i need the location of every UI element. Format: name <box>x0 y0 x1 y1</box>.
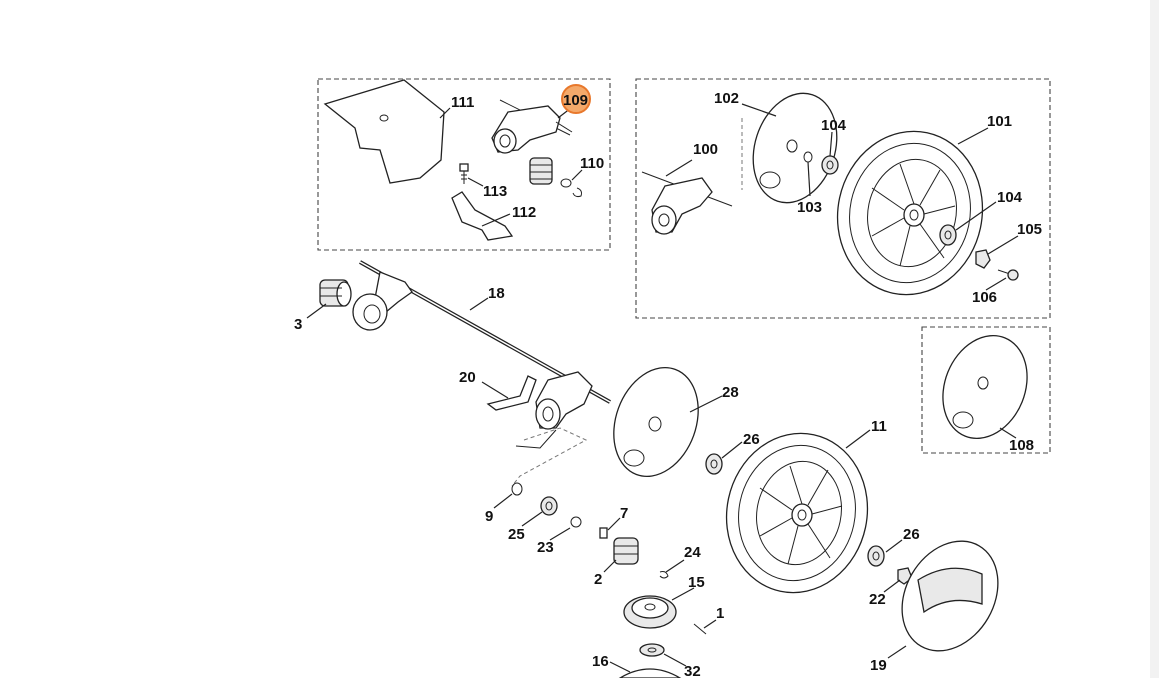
label-25[interactable]: 25 <box>508 526 525 543</box>
part-104-bearing-top[interactable] <box>821 155 839 175</box>
part-111-cover[interactable] <box>323 79 445 184</box>
label-104-bottom[interactable]: 104 <box>997 189 1023 206</box>
label-32[interactable]: 32 <box>684 663 701 678</box>
label-1[interactable]: 1 <box>716 605 724 622</box>
callout-109-highlight[interactable] <box>561 84 591 114</box>
label-109[interactable]: 109 <box>563 92 588 109</box>
label-103[interactable]: 103 <box>797 199 822 216</box>
part-100-axle[interactable] <box>641 171 733 235</box>
label-18[interactable]: 18 <box>488 285 505 302</box>
label-101[interactable]: 101 <box>987 113 1012 130</box>
part-3-gear[interactable] <box>319 279 352 307</box>
dash-guide-main <box>511 427 588 487</box>
group-box-top-left <box>317 78 611 251</box>
part-19-cover[interactable] <box>883 524 1017 668</box>
part-108-hubcap[interactable] <box>928 323 1042 451</box>
leader-lines <box>306 103 1019 673</box>
part-20-lever[interactable] <box>486 375 537 411</box>
part-23-washer[interactable] <box>570 516 582 528</box>
label-19[interactable]: 19 <box>870 657 887 674</box>
part-18-axle[interactable] <box>352 260 611 449</box>
label-112[interactable]: 112 <box>512 204 536 221</box>
part-113-screw[interactable] <box>459 163 469 184</box>
part-1-pin[interactable] <box>693 623 707 635</box>
label-104-top[interactable]: 104 <box>821 117 847 134</box>
part-2-gear[interactable] <box>613 537 639 565</box>
label-22[interactable]: 22 <box>869 591 886 608</box>
part-104-bearing-bottom[interactable] <box>939 224 957 246</box>
label-11[interactable]: 11 <box>871 418 887 435</box>
label-106[interactable]: 106 <box>972 289 997 306</box>
label-23[interactable]: 23 <box>537 539 554 556</box>
group-box-right-small <box>921 326 1051 454</box>
label-105[interactable]: 105 <box>1017 221 1042 238</box>
part-labels: 111 109 110 113 112 102 100 104 101 103 … <box>294 90 1042 678</box>
part-16-housing[interactable] <box>618 668 682 678</box>
part-112-lever[interactable] <box>451 191 514 241</box>
label-111[interactable]: 111 <box>451 94 474 111</box>
label-100[interactable]: 100 <box>693 141 718 158</box>
label-113[interactable]: 113 <box>483 183 507 200</box>
label-28[interactable]: 28 <box>722 384 739 401</box>
part-11-wheel[interactable] <box>712 420 882 606</box>
label-108[interactable]: 108 <box>1009 437 1034 454</box>
part-9-washer[interactable] <box>511 482 523 496</box>
label-24[interactable]: 24 <box>684 544 701 561</box>
label-15[interactable]: 15 <box>688 574 705 591</box>
label-20[interactable]: 20 <box>459 369 476 386</box>
label-7[interactable]: 7 <box>620 505 628 522</box>
part-15-pulley[interactable] <box>623 595 677 629</box>
part-7-key[interactable] <box>599 527 608 539</box>
part-24-clip[interactable] <box>659 571 669 579</box>
part-102-hubcap[interactable] <box>740 82 851 213</box>
label-26-top[interactable]: 26 <box>743 431 760 448</box>
part-105-nut[interactable] <box>975 249 991 269</box>
label-16[interactable]: 16 <box>592 653 609 670</box>
part-25-bearing[interactable] <box>540 496 558 516</box>
label-110[interactable]: 110 <box>580 155 604 172</box>
part-32-washer[interactable] <box>639 643 665 657</box>
part-gear-small[interactable] <box>529 157 553 185</box>
label-9[interactable]: 9 <box>485 508 493 525</box>
part-106-bolt[interactable] <box>997 269 1019 281</box>
label-2[interactable]: 2 <box>594 571 602 588</box>
part-109-bracket[interactable] <box>491 99 573 154</box>
part-26-bearing-bottom[interactable] <box>867 545 885 567</box>
part-101-wheel[interactable] <box>823 118 998 308</box>
part-28-hubcap[interactable] <box>599 356 712 489</box>
label-3[interactable]: 3 <box>294 316 302 333</box>
label-26-bottom[interactable]: 26 <box>903 526 920 543</box>
scrollbar-track[interactable] <box>1150 0 1159 678</box>
part-26-bearing-top[interactable] <box>705 453 723 475</box>
label-102[interactable]: 102 <box>714 90 739 107</box>
part-110-clip[interactable] <box>560 178 582 198</box>
group-box-top-right <box>635 78 1051 319</box>
